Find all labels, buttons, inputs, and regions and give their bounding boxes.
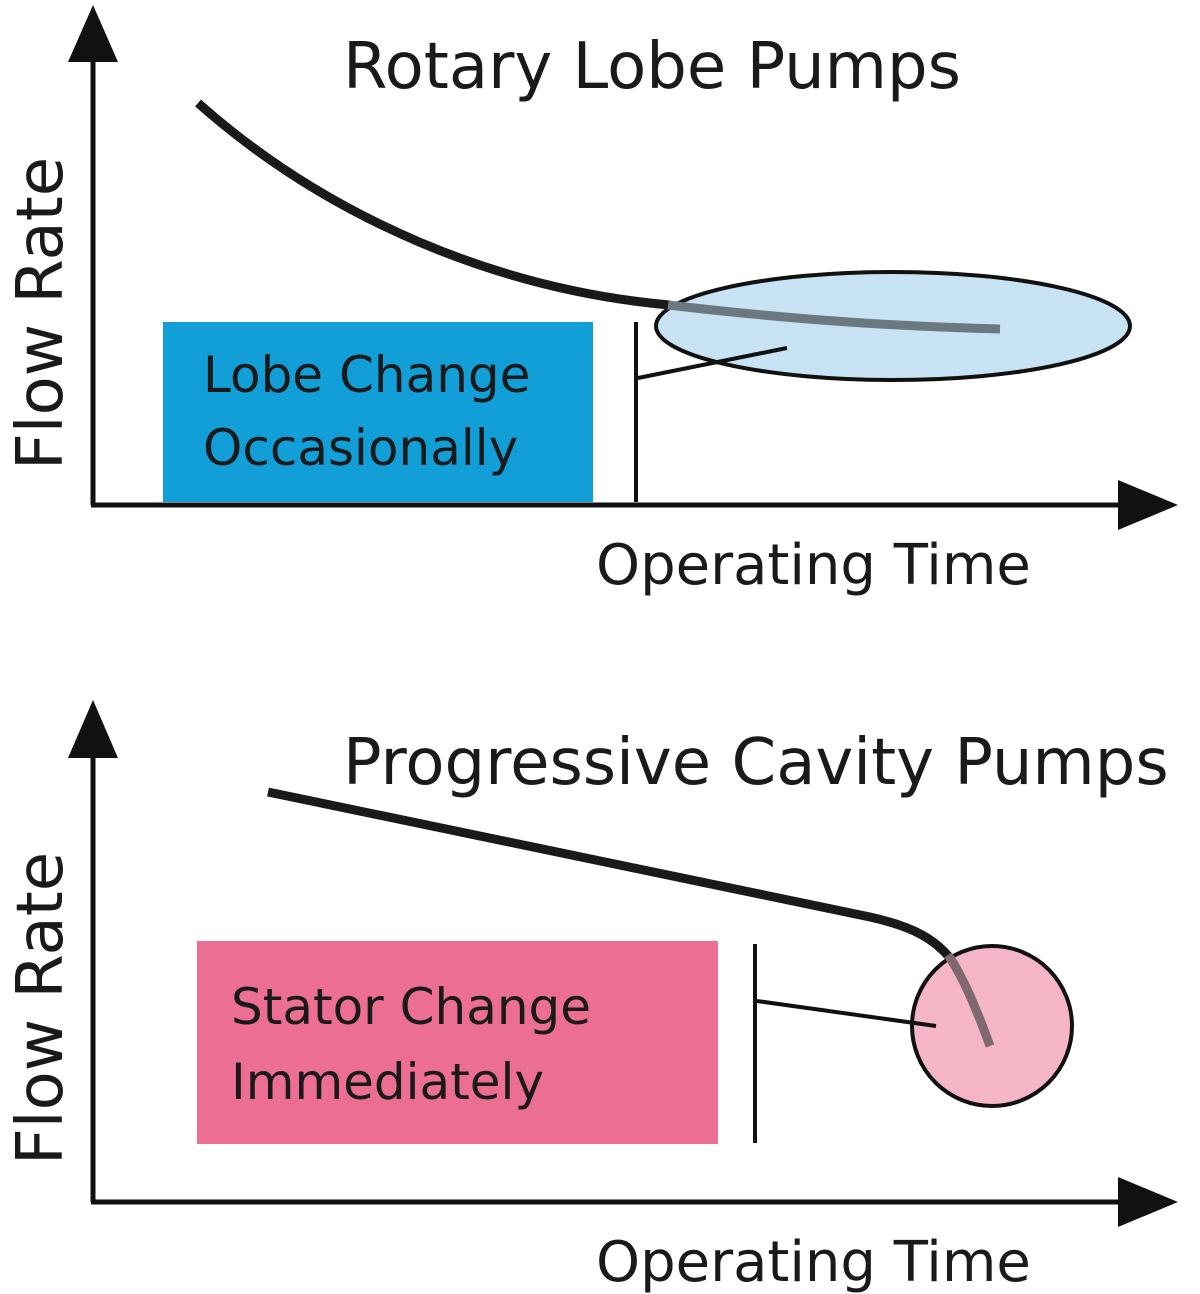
lobe-flow-curve <box>195 99 671 310</box>
lobe-flow-curve-highlighted <box>667 300 1001 334</box>
stator-change-callout-line-1: Stator Change <box>231 978 591 1036</box>
lobe-x-axis-arrowhead <box>1118 480 1178 530</box>
stator-wear-highlight-circle <box>910 944 1074 1108</box>
lobe-y-axis-arrowhead <box>68 5 118 62</box>
stator-change-callout-text: Stator Change Immediately <box>231 978 607 1111</box>
stator-y-axis-arrowhead <box>68 700 118 758</box>
lobe-x-axis-label: Operating Time <box>596 533 1031 598</box>
stator-flow-curve-highlighted <box>944 952 995 1048</box>
stator-y-axis-label: Flow Rate <box>4 852 78 1165</box>
stator-flow-curve <box>267 787 954 961</box>
lobe-change-callout-line-1: Lobe Change <box>203 346 530 404</box>
stator-x-axis-label: Operating Time <box>596 1230 1031 1294</box>
lobe-change-callout-box <box>163 322 593 502</box>
stator-callout-pointer <box>756 999 937 1028</box>
progressive-cavity-panel: Stator Change Immediately Progressive Ca… <box>4 700 1178 1294</box>
stator-panel-title: Progressive Cavity Pumps <box>343 726 1169 800</box>
rotary-lobe-panel: Lobe Change Occasionally Rotary Lobe Pum… <box>4 5 1178 598</box>
lobe-callout-pointer <box>637 346 788 380</box>
stator-change-callout-line-2: Immediately <box>231 1053 544 1111</box>
lobe-y-axis-label: Flow Rate <box>4 157 78 470</box>
lobe-change-callout-text: Lobe Change Occasionally <box>203 346 546 477</box>
stator-change-callout-box <box>197 941 718 1144</box>
lobe-change-callout-line-2: Occasionally <box>203 419 518 477</box>
stator-x-axis-arrowhead <box>1118 1177 1178 1227</box>
lobe-panel-title: Rotary Lobe Pumps <box>343 30 961 104</box>
